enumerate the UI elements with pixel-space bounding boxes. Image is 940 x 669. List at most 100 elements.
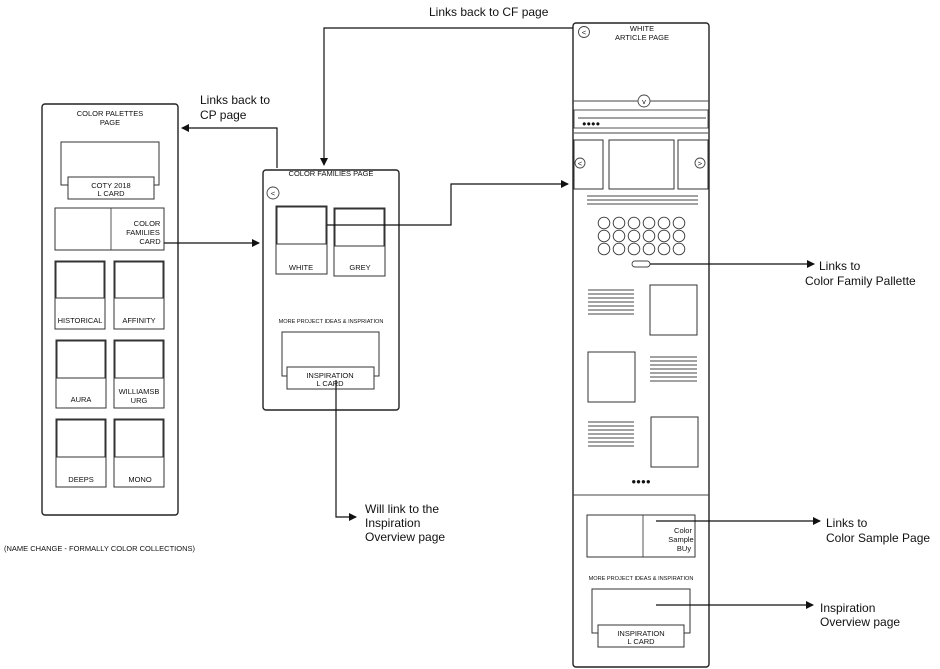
family-tile-grey[interactable]: GREY [333,207,386,277]
color-sample-card[interactable]: Color Sample BUy [586,514,696,558]
color-swatch[interactable] [672,216,686,230]
coty-card-label-line1: COTY 2018 [91,181,130,190]
palette-tile-historical[interactable]: HISTORICAL [54,260,106,330]
carousel-prev-button[interactable]: < [573,139,604,190]
family-tile-image [276,206,327,245]
text-block [588,421,634,447]
white-article-page: WHITE ARTICLE PAGE < v ●●●● < [572,22,710,668]
prev-circle [574,157,586,169]
inspiration-card[interactable]: INSPIRATION L CARD [591,588,691,648]
next-circle [694,157,706,169]
color-swatch[interactable] [657,229,671,243]
color-palettes-title-line1: COLOR PALETTES [77,109,144,118]
back-circle [266,186,280,200]
chevron-down-icon: v [642,97,646,106]
color-swatch[interactable] [597,242,611,256]
family-tile-white[interactable]: WHITE [275,205,328,275]
color-swatch[interactable] [657,216,671,230]
palette-tile-image [56,419,106,458]
color-swatch[interactable] [597,229,611,243]
back-button[interactable]: < [266,186,280,200]
back-button[interactable]: < [578,26,590,38]
palette-tile-image [114,340,164,379]
color-swatch[interactable] [612,229,626,243]
color-swatch[interactable] [612,216,626,230]
chevron-right-icon: > [698,159,703,168]
down-circle [637,94,651,108]
note-links-back-cf: Links back to CF page [429,5,549,19]
color-swatch[interactable] [642,242,656,256]
arrow-to-inspiration-overview [335,380,357,521]
body-text-lines [587,195,698,205]
info-band [573,109,709,129]
color-palettes-page: COLOR PALETTES PAGE COTY 2018 L CARD COL… [41,103,179,516]
color-families-card[interactable]: COLOR FAMILIES CARD [54,207,165,251]
color-swatch[interactable] [597,216,611,230]
color-sample-line1: Color [674,526,692,535]
carousel: < > [573,139,709,190]
note-will-link-line1: Will link to the [365,502,439,516]
note-links-back-cp-line2: CP page [200,108,247,122]
color-sample-line2: Sample [668,535,693,544]
color-families-card-line1: COLOR [134,219,161,228]
text-block [650,356,697,382]
color-swatch[interactable] [642,216,656,230]
color-families-card-line2: FAMILIES [126,228,160,237]
palette-tile-image [114,419,164,458]
coty-card-label-line2: L CARD [97,189,125,198]
color-swatch[interactable] [627,216,641,230]
color-families-card-line3: CARD [139,237,161,246]
note-inspiration-overview-line1: Inspiration [820,601,875,615]
note-color-sample-line1: Links to [826,516,868,530]
note-color-family-line1: Links to [819,259,861,273]
palette-tile-label: AURA [71,395,92,404]
color-sample-line3: BUy [677,544,691,553]
more-ideas-label: MORE PROJECT IDEAS & INSPRIATION [279,319,384,325]
palette-tile-affinity[interactable]: AFFINITY [113,260,165,330]
color-swatch[interactable] [642,229,656,243]
white-article-frame [572,22,710,668]
palette-tile-deeps[interactable]: DEEPS [55,418,107,488]
inspiration-card-line2: L CARD [316,379,344,388]
note-links-back-cp-line1: Links back to [200,93,270,107]
coty-card[interactable]: COTY 2018 L CARD [60,141,160,200]
inspiration-card-line1: INSPIRATION [617,629,664,638]
palette-tile-aura[interactable]: AURA [55,339,107,409]
inspiration-card-line1: INSPIRATION [306,371,353,380]
content-image[interactable] [650,416,699,468]
family-tile-image [334,208,385,247]
inspiration-card-label-box [597,624,685,648]
color-palettes-frame [41,103,179,516]
color-swatch[interactable] [657,242,671,256]
palette-tile-williamsburg[interactable]: WILLIAMSB URG [113,339,165,409]
palette-tile-label: AFFINITY [122,316,155,325]
palette-tile-image [56,340,106,379]
color-swatch[interactable] [627,229,641,243]
color-swatch[interactable] [672,229,686,243]
note-will-link-line2: Inspiration [365,516,420,530]
content-image[interactable] [587,351,636,403]
color-swatch-grid [597,216,686,256]
content-image[interactable] [649,284,698,336]
dots-indicator: ●●●● [582,119,600,128]
content-row-2 [587,351,697,403]
more-ideas-label: MORE PROJECT IDEAS & INSPIRATION [589,576,694,582]
color-swatch[interactable] [627,242,641,256]
note-color-sample-line2: Color Sample Page [826,531,930,545]
palette-tile-label-line1: WILLIAMSB [119,387,160,396]
family-tile-label: WHITE [289,263,313,272]
carousel-main-image[interactable] [608,139,675,190]
connectors [164,27,821,609]
color-palettes-title-line2: PAGE [100,118,120,127]
color-families-page: COLOR FAMILIES PAGE < WHITE GREY MORE PR… [262,169,400,411]
palette-tile-mono[interactable]: MONO [113,418,165,488]
white-article-title-line2: ARTICLE PAGE [615,33,669,42]
inspiration-card[interactable]: INSPIRATION L CARD [281,331,380,390]
carousel-next-button[interactable]: > [677,139,709,190]
note-color-family-line2: Color Family Pallette [805,274,916,288]
color-swatch[interactable] [612,242,626,256]
scroll-down-button[interactable]: v [637,94,651,108]
color-swatch[interactable] [672,242,686,256]
palette-tile-label: MONO [128,475,151,484]
